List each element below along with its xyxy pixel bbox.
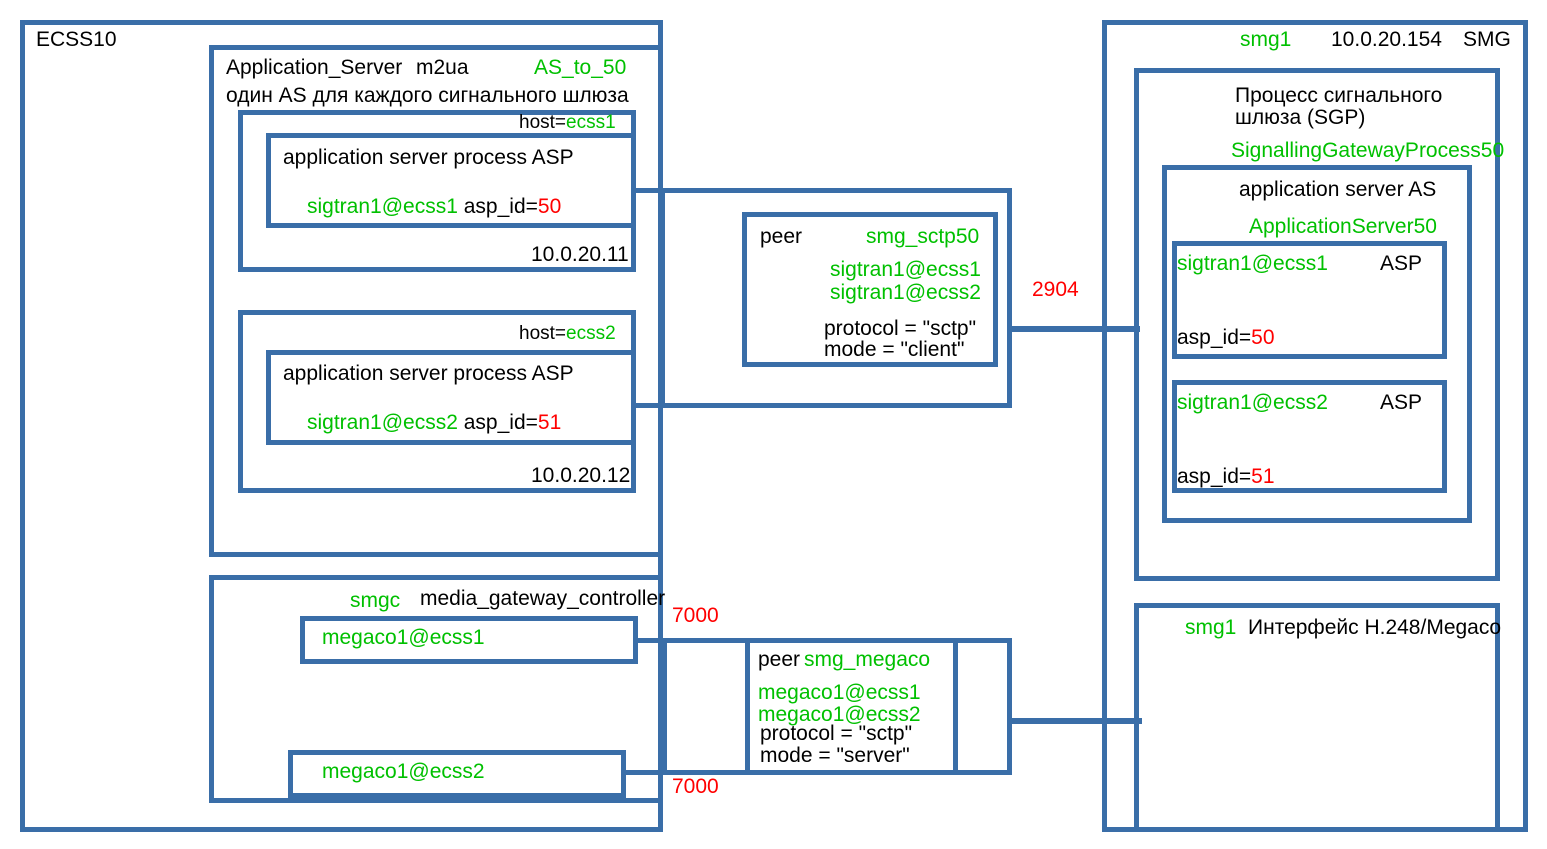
peer-name-megaco: smg_megaco bbox=[804, 648, 931, 671]
smg-megaco-interface-box bbox=[1134, 603, 1500, 832]
asp-id-label-ecss1: asp_id= bbox=[463, 195, 538, 218]
port-label-megaco-top: 7000 bbox=[672, 604, 719, 627]
sctp-link-to-smg bbox=[1007, 326, 1140, 332]
peer-mode-sctp: mode = "client" bbox=[824, 338, 965, 361]
media-gateway-controller-box bbox=[209, 575, 663, 803]
host-name-ecss2: ecss2 bbox=[566, 323, 616, 344]
smg-asp-id-value-51: 51 bbox=[1251, 465, 1275, 488]
sgp-title-line2: шлюза (SGP) bbox=[1235, 106, 1366, 129]
application-server-protocol: m2ua bbox=[416, 56, 469, 79]
asp-process-title-ecss1: application server process ASP bbox=[283, 146, 574, 169]
peer-member-sctp-1: sigtran1@ecss2 bbox=[830, 281, 981, 304]
megaco-connector-bracket bbox=[662, 638, 1012, 775]
port-label-megaco-bottom: 7000 bbox=[672, 775, 719, 798]
asp-box-ecss2 bbox=[266, 350, 636, 445]
peer-protocol-sctp: protocol = "sctp" bbox=[824, 317, 977, 340]
asp-identity-ecss2: sigtran1@ecss2 asp_id=51 bbox=[307, 411, 561, 434]
ecss10-label: ECSS10 bbox=[36, 28, 117, 51]
smg-label: SMG bbox=[1463, 28, 1511, 51]
smg-megaco-node-name: smg1 bbox=[1185, 616, 1237, 639]
asp-id-label-ecss2: asp_id= bbox=[463, 411, 538, 434]
host-prefix-ecss1: host= bbox=[519, 112, 567, 133]
smg-asp-id-51: asp_id=51 bbox=[1177, 465, 1275, 488]
host-ip-ecss2: 10.0.20.12 bbox=[531, 464, 631, 487]
sgp-name: SignallingGatewayProcess50 bbox=[1231, 139, 1505, 162]
megaco-bracket-divider-right bbox=[953, 638, 958, 775]
megaco-link-ecss2 bbox=[622, 770, 668, 775]
host-label-ecss2: host=ecss2 bbox=[519, 322, 616, 345]
peer-mode-megaco: mode = "server" bbox=[760, 744, 910, 767]
smgc-name: smgc bbox=[350, 589, 401, 612]
media-gateway-controller-title: media_gateway_controller bbox=[420, 587, 666, 610]
peer-label-sctp: peer bbox=[760, 225, 803, 248]
megaco-endpoint-ecss2: megaco1@ecss2 bbox=[322, 760, 485, 783]
megaco-endpoint-ecss1: megaco1@ecss1 bbox=[322, 626, 485, 649]
peer-member-megaco-0: megaco1@ecss1 bbox=[758, 681, 921, 704]
host-prefix-ecss2: host= bbox=[519, 323, 567, 344]
asp-identity-ecss1: sigtran1@ecss1 asp_id=50 bbox=[307, 195, 561, 218]
peer-member-sctp-0: sigtran1@ecss1 bbox=[830, 258, 981, 281]
peer-name-sctp: smg_sctp50 bbox=[866, 225, 980, 248]
asp-process-title-ecss2: application server process ASP bbox=[283, 362, 574, 385]
smg-application-server-name: ApplicationServer50 bbox=[1249, 215, 1437, 238]
asp-id-value-ecss2: 51 bbox=[537, 411, 562, 434]
asp-sigtran-ecss2: sigtran1@ecss2 bbox=[307, 411, 458, 434]
host-ip-ecss1: 10.0.20.11 bbox=[531, 243, 629, 266]
peer-member-megaco-1: megaco1@ecss2 bbox=[758, 703, 921, 726]
smg-asp-id-label-50: asp_id= bbox=[1177, 326, 1252, 349]
megaco-link-to-smg bbox=[1008, 718, 1142, 724]
smg-application-server-box bbox=[1162, 165, 1472, 523]
peer-label-megaco: peer bbox=[758, 648, 801, 671]
host-label-ecss1: host=ecss1 bbox=[519, 111, 616, 134]
smg-asp-box-50 bbox=[1172, 241, 1447, 359]
smg-asp-id-50: asp_id=50 bbox=[1177, 326, 1275, 349]
sctp-connector-bracket bbox=[660, 188, 1012, 408]
megaco-bracket-divider-left bbox=[745, 638, 750, 775]
sgp-box bbox=[1134, 68, 1500, 581]
asp-sigtran-ecss1: sigtran1@ecss1 bbox=[307, 195, 458, 218]
peer-protocol-megaco: protocol = "sctp" bbox=[760, 722, 913, 745]
host-name-ecss1: ecss1 bbox=[566, 112, 616, 133]
peer-box-sctp bbox=[742, 212, 998, 367]
smg-asp-sigtran-50: sigtran1@ecss1 bbox=[1177, 252, 1328, 275]
smg-asp-id-label-51: asp_id= bbox=[1177, 465, 1252, 488]
megaco-link-ecss1 bbox=[634, 638, 666, 643]
smg-megaco-title: Интерфейс H.248/Megaco bbox=[1248, 616, 1502, 639]
smg-application-server-title: application server AS bbox=[1239, 178, 1437, 201]
smg-asp-role-50: ASP bbox=[1380, 252, 1423, 275]
port-label-sctp: 2904 bbox=[1032, 278, 1079, 301]
application-server-note: один AS для каждого сигнального шлюза bbox=[226, 84, 629, 107]
smg-asp-id-value-50: 50 bbox=[1251, 326, 1275, 349]
sctp-link-ecss1 bbox=[636, 188, 666, 193]
asp-id-value-ecss1: 50 bbox=[537, 195, 562, 218]
application-server-title: Application_Server bbox=[226, 56, 403, 79]
smg-asp-box-51 bbox=[1172, 380, 1447, 493]
application-server-as-name: AS_to_50 bbox=[534, 56, 627, 79]
smg-node-name: smg1 bbox=[1240, 28, 1292, 51]
sctp-link-ecss2 bbox=[636, 403, 666, 408]
smg-ip: 10.0.20.154 bbox=[1331, 28, 1442, 51]
asp-box-ecss1 bbox=[266, 133, 636, 228]
smg-asp-sigtran-51: sigtran1@ecss2 bbox=[1177, 391, 1328, 414]
sgp-title-line1: Процесс сигнального bbox=[1235, 84, 1443, 107]
smg-asp-role-51: ASP bbox=[1380, 391, 1423, 414]
